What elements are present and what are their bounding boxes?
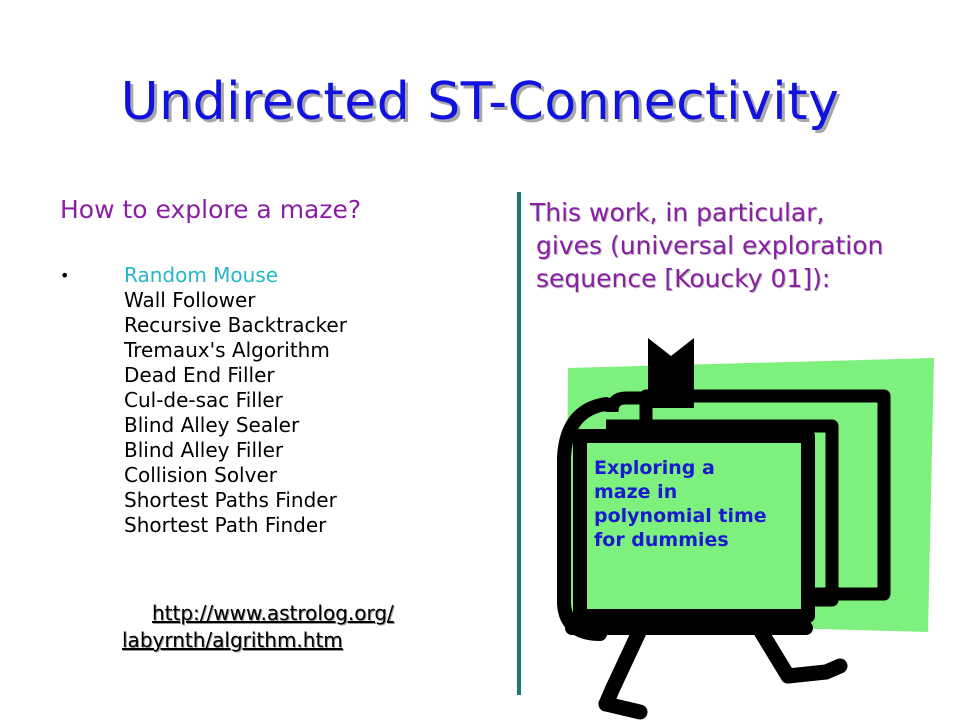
source-link[interactable]: http://www.astrolog.org/ labyrnth/algrit… — [122, 600, 394, 654]
method-item: Random Mouse — [124, 263, 279, 287]
right-text-line: This work, in particular, — [530, 198, 825, 227]
column-divider — [517, 192, 521, 695]
book-caption-line: Exploring a — [594, 457, 715, 479]
book-right-foot — [780, 658, 848, 684]
method-item: Dead End Filler — [124, 363, 275, 387]
method-item: Collision Solver — [124, 463, 277, 487]
method-item: Blind Alley Filler — [124, 438, 284, 462]
method-item: Recursive Backtracker — [124, 313, 347, 337]
method-item: Shortest Path Finder — [124, 513, 327, 537]
right-description: This work, in particular, gives (univers… — [530, 196, 950, 295]
book-right-leg — [752, 622, 796, 684]
bullet-icon: • — [60, 266, 70, 285]
right-text-line: gives (universal exploration — [536, 231, 884, 260]
book-caption-line: for dummies — [594, 529, 729, 551]
book-left-foot — [598, 696, 648, 720]
method-item: Cul-de-sac Filler — [124, 388, 283, 412]
book-caption: Exploring a maze in polynomial time for … — [594, 456, 804, 552]
slide-title: Undirected ST-Connectivity — [120, 72, 840, 132]
book-caption-line: polynomial time — [594, 505, 767, 527]
book-page-curl — [605, 391, 646, 413]
left-heading: How to explore a maze? — [60, 195, 362, 224]
source-link-line1[interactable]: http://www.astrolog.org/ — [152, 601, 394, 625]
right-text-line: sequence [Koucky 01]): — [536, 264, 831, 293]
source-link-line2[interactable]: labyrnth/algrithm.htm — [122, 628, 343, 652]
book-front-cover — [573, 429, 815, 623]
method-item: Blind Alley Sealer — [124, 413, 300, 437]
method-item: Tremaux's Algorithm — [124, 338, 330, 362]
book-caption-line: maze in — [594, 481, 678, 503]
method-item: Shortest Paths Finder — [124, 488, 337, 512]
maze-methods-block: • Random Mouse Wall Follower Recursive B… — [60, 263, 347, 538]
book-left-leg — [598, 622, 648, 712]
maze-methods-list: Random Mouse Wall Follower Recursive Bac… — [60, 263, 347, 538]
method-item: Wall Follower — [124, 288, 256, 312]
